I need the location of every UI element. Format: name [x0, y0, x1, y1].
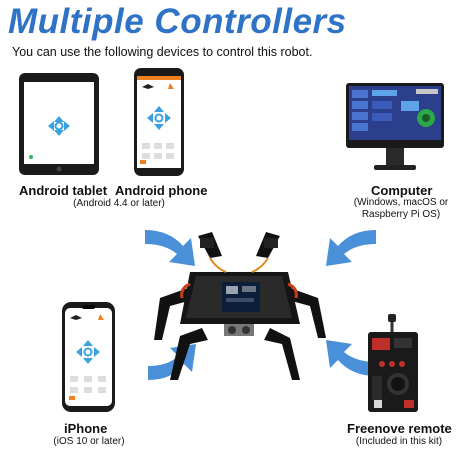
- device-note-freenove-remote: (Included in this kit): [355, 436, 443, 447]
- device-label-android-tablet: Android tablet: [19, 183, 108, 198]
- device-note-computer-line1: (Windows, macOS or: [353, 197, 449, 208]
- device-label-android-phone: Android phone: [115, 183, 208, 198]
- page-subtitle: You can use the following devices to con…: [12, 45, 313, 59]
- page-title: Multiple Controllers: [8, 2, 347, 41]
- device-label-iphone: iPhone: [64, 421, 108, 436]
- device-label-computer: Computer: [371, 183, 433, 198]
- curved-arrow-icon: [326, 340, 376, 376]
- device-note-iphone: (iOS 10 or later): [53, 436, 125, 447]
- computer-monitor-icon: [346, 83, 446, 178]
- device-label-freenove-remote: Freenove remote: [347, 421, 452, 436]
- curved-arrow-icon: [326, 230, 376, 266]
- android-phone-icon: [134, 68, 184, 176]
- quadruped-robot-icon: [140, 228, 335, 388]
- curved-arrow-icon: [145, 230, 195, 266]
- android-tablet-icon: [19, 73, 99, 175]
- device-note-android: (Android 4.4 or later): [73, 198, 165, 209]
- device-note-computer-line2: Raspberry Pi OS): [361, 209, 441, 220]
- iphone-icon: [62, 302, 115, 412]
- remote-controller-icon: [362, 314, 424, 414]
